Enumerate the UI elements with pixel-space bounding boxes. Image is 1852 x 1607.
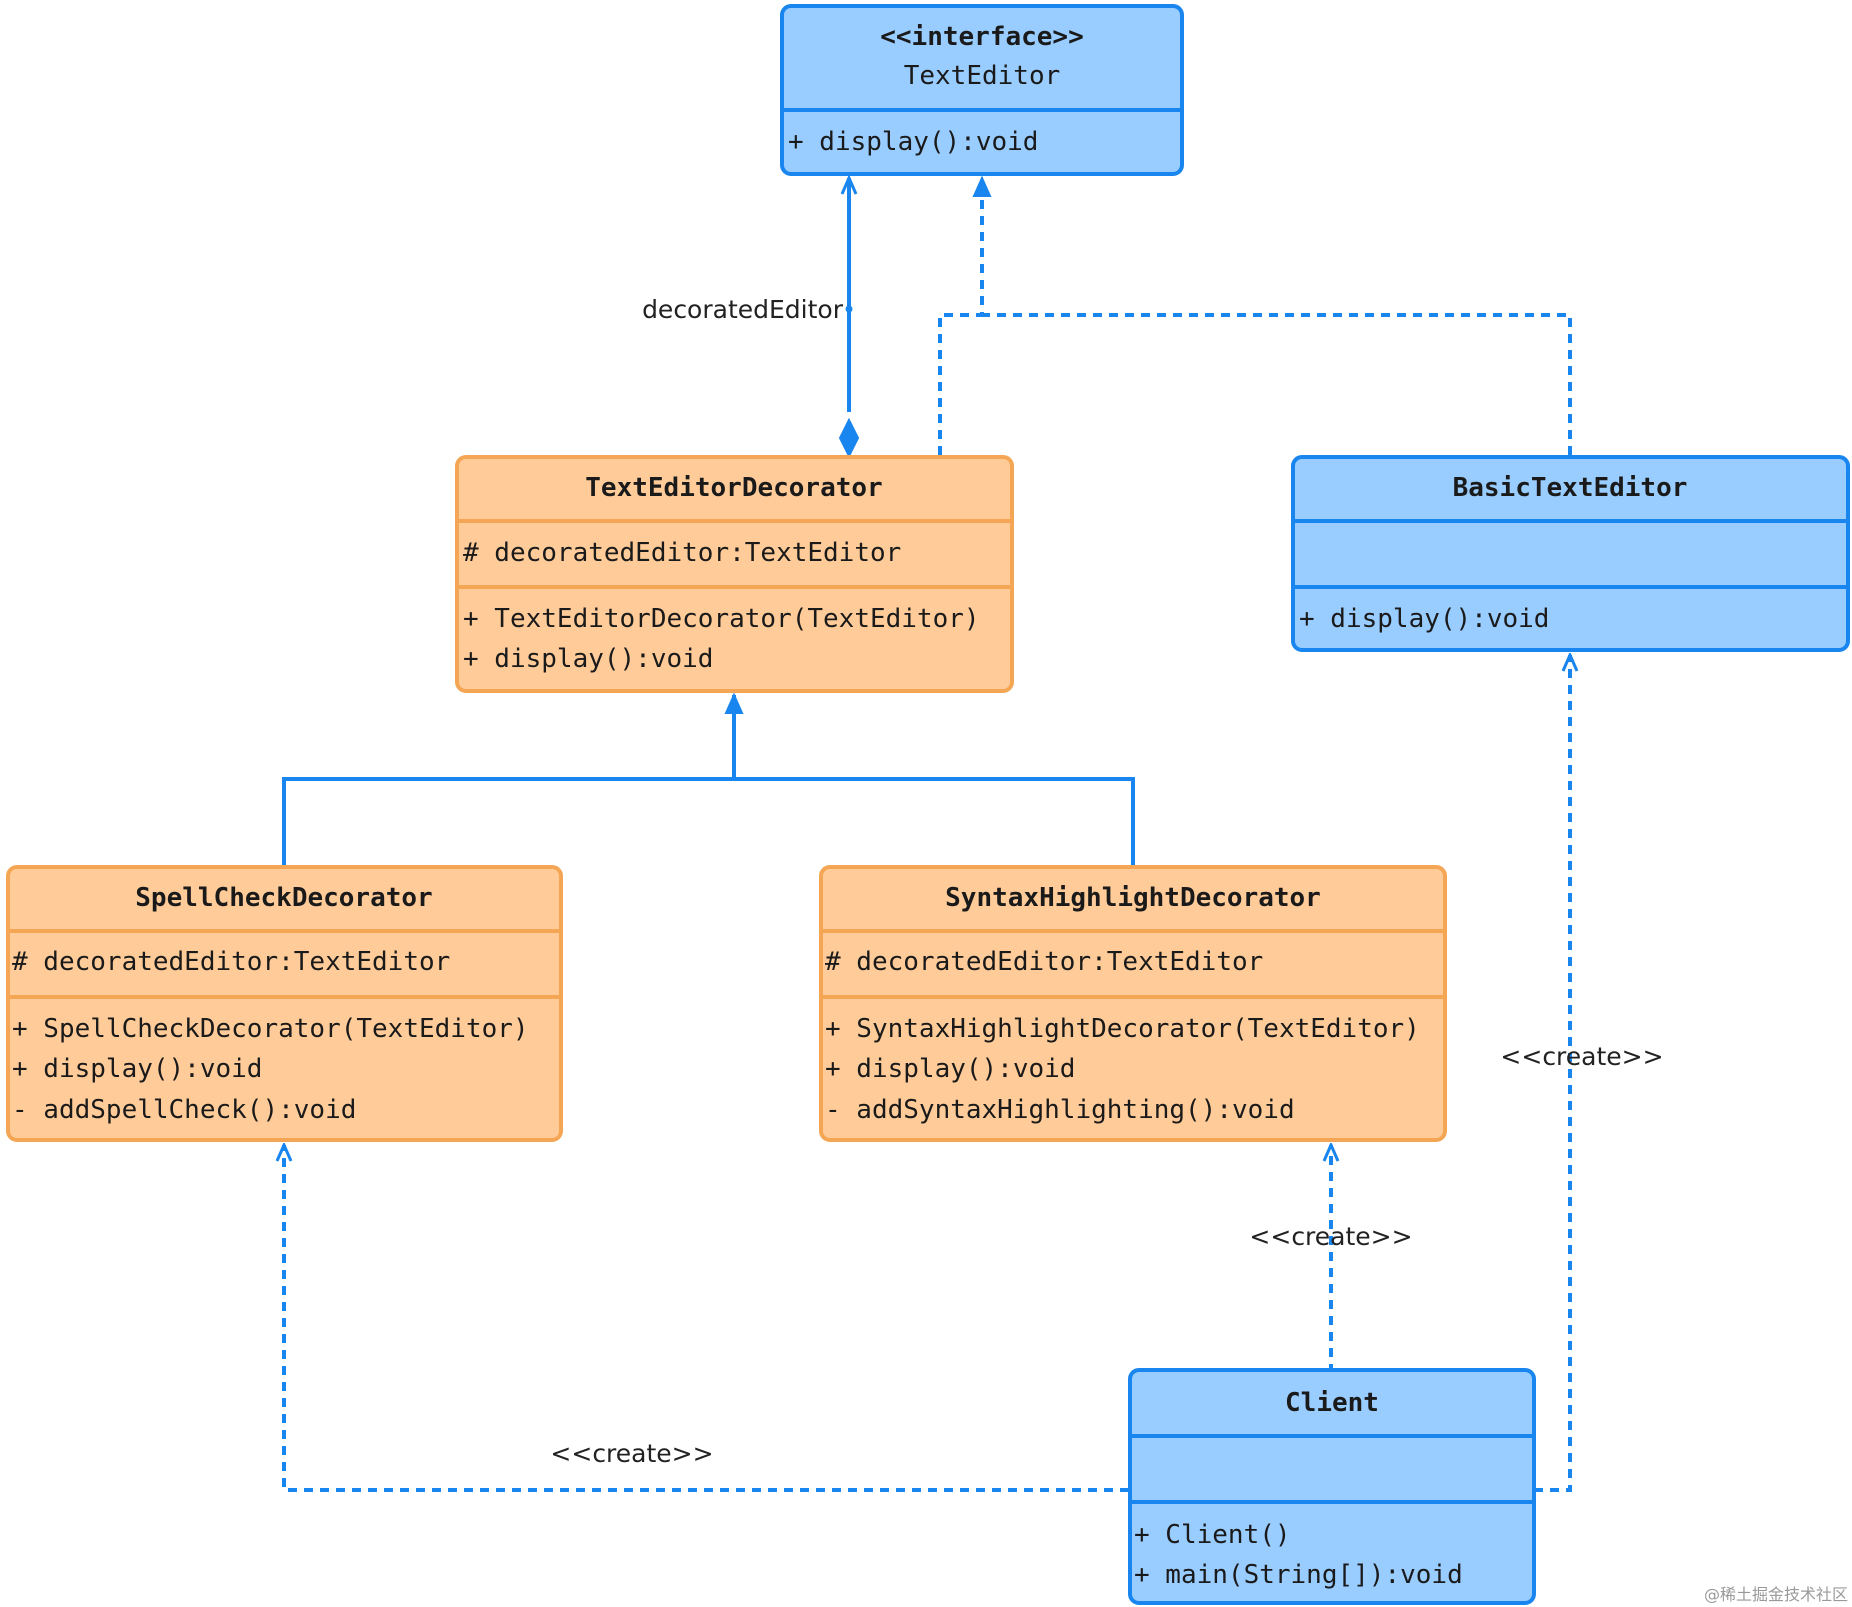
class-texteditordecorator-name: TextEditorDecorator <box>585 473 882 503</box>
class-spellcheckdecorator-method: + SpellCheckDecorator(TextEditor) <box>12 1014 529 1044</box>
class-client-method: + main(String[]):void <box>1134 1560 1463 1590</box>
class-texteditordecorator-method: + TextEditorDecorator(TextEditor) <box>463 604 980 634</box>
class-texteditor[interactable]: <<interface>> TextEditor + display():voi… <box>780 4 1184 176</box>
composition-label-dot <box>845 305 853 313</box>
realization-decorator-line <box>938 178 982 455</box>
watermark: @稀土掘金技术社区 <box>1704 1585 1848 1604</box>
class-syntaxhighlightdecorator-method: + SyntaxHighlightDecorator(TextEditor) <box>825 1014 1420 1044</box>
class-syntaxhighlightdecorator-method: + display():void <box>825 1054 1075 1084</box>
class-client-method: + Client() <box>1134 1520 1291 1550</box>
composition-label: decoratedEditor <box>642 295 844 324</box>
class-syntaxhighlightdecorator[interactable]: SyntaxHighlightDecorator # decoratedEdit… <box>819 865 1447 1142</box>
class-syntaxhighlightdecorator-method: - addSyntaxHighlighting():void <box>825 1095 1295 1125</box>
composition-diamond-icon <box>838 417 860 459</box>
class-spellcheckdecorator-method: + display():void <box>12 1054 262 1084</box>
create-label-spell: <<create>> <box>550 1439 713 1468</box>
class-syntaxhighlightdecorator-attr: # decoratedEditor:TextEditor <box>825 947 1263 977</box>
class-texteditordecorator[interactable]: TextEditorDecorator # decoratedEditor:Te… <box>455 455 1014 693</box>
class-texteditordecorator-method: + display():void <box>463 644 713 674</box>
create-label-syntax: <<create>> <box>1249 1222 1412 1251</box>
class-basictexteditor-method: + display():void <box>1299 604 1549 634</box>
class-client[interactable]: Client + Client() + main(String[]):void <box>1128 1368 1536 1605</box>
generalization-syntax-line <box>734 777 1135 866</box>
class-syntaxhighlightdecorator-name: SyntaxHighlightDecorator <box>945 883 1321 913</box>
class-texteditor-stereotype: <<interface>> <box>880 22 1084 52</box>
class-basictexteditor[interactable]: BasicTextEditor + display():void <box>1291 455 1850 652</box>
generalization-spell-line <box>282 695 734 866</box>
class-spellcheckdecorator-attr: # decoratedEditor:TextEditor <box>12 947 450 977</box>
class-texteditor-name: TextEditor <box>904 61 1061 91</box>
create-basic-line <box>1534 655 1570 1492</box>
class-spellcheckdecorator[interactable]: SpellCheckDecorator # decoratedEditor:Te… <box>6 865 563 1142</box>
class-spellcheckdecorator-method: - addSpellCheck():void <box>12 1095 356 1125</box>
create-spell-line <box>284 1145 1129 1492</box>
class-texteditordecorator-attr: # decoratedEditor:TextEditor <box>463 538 901 568</box>
class-texteditor-method: + display():void <box>788 127 1038 157</box>
class-spellcheckdecorator-name: SpellCheckDecorator <box>135 883 432 913</box>
class-client-name: Client <box>1285 1388 1379 1418</box>
create-label-basic: <<create>> <box>1500 1042 1663 1071</box>
realization-basic-line <box>982 313 1572 455</box>
class-basictexteditor-name: BasicTextEditor <box>1453 473 1688 503</box>
